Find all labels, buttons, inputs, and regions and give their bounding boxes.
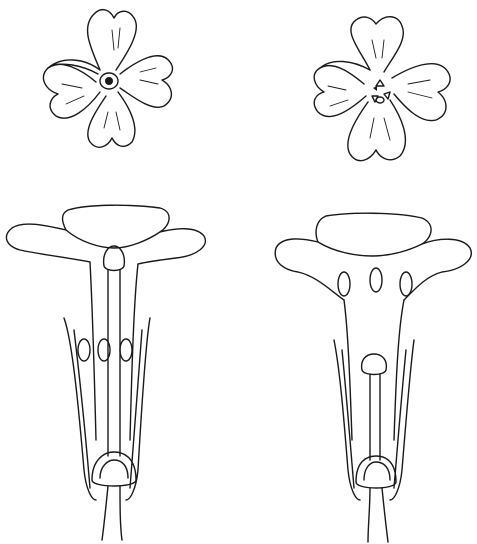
anther-high-center <box>370 268 382 292</box>
petal-lower-left <box>43 64 100 118</box>
anther <box>376 97 384 103</box>
anther <box>373 86 377 91</box>
ovary <box>356 456 396 488</box>
ovary <box>92 452 136 486</box>
petal-upper <box>351 17 403 72</box>
anther-low-left <box>78 339 90 361</box>
ovary-inner <box>100 460 128 478</box>
pin-flower-section <box>6 205 205 540</box>
petal-lower-right <box>88 92 135 147</box>
corolla-tube-right <box>130 264 138 440</box>
anther <box>384 92 390 99</box>
corolla-tube-left <box>90 262 96 440</box>
corolla-tube-right <box>394 300 404 440</box>
petal-right <box>392 64 450 121</box>
pedicel <box>368 488 388 542</box>
calyx-right-inner <box>394 350 406 488</box>
anther-cluster <box>372 80 390 103</box>
petal-lower-left <box>314 66 366 117</box>
calyx-left-inner <box>74 330 90 488</box>
corolla-inner-arc <box>66 230 160 248</box>
stigma-head <box>362 354 387 375</box>
petal-upper-left <box>48 64 98 74</box>
stigma-head <box>104 246 125 271</box>
anther <box>372 96 378 102</box>
anther <box>376 80 384 86</box>
calyx-right <box>390 340 414 500</box>
ovary-inner <box>364 462 390 480</box>
petal-veins <box>328 40 432 140</box>
calyx-right <box>126 318 150 500</box>
thrum-flower-section <box>275 213 471 542</box>
pedicel <box>102 486 122 540</box>
corolla-limb-outline <box>6 205 205 264</box>
pin-flower-face-view <box>43 10 172 148</box>
anther-low-right <box>120 339 132 361</box>
anther-high-right <box>400 272 412 296</box>
petal-upper <box>88 10 137 70</box>
calyx-left <box>64 318 96 500</box>
petal-lower-right <box>348 100 406 161</box>
anther-high-left <box>338 272 350 296</box>
thrum-flower-face-view <box>314 17 450 161</box>
style-tip-dot <box>105 77 113 85</box>
corolla-inner-arc <box>318 242 422 256</box>
